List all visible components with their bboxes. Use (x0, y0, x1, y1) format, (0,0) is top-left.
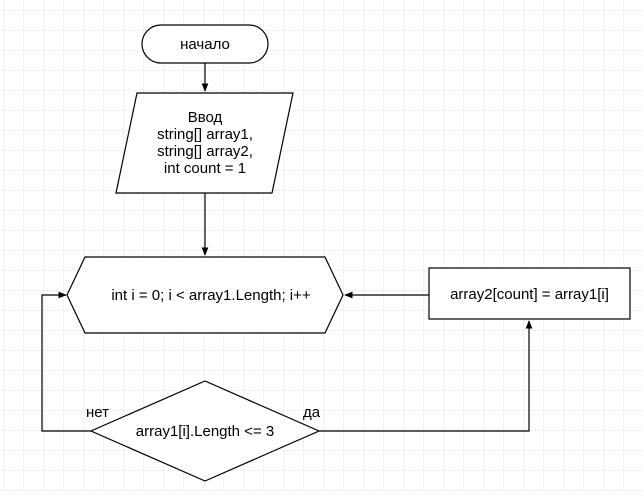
start-label: начало (180, 36, 230, 53)
start-terminator[interactable]: начало (141, 24, 269, 64)
condition-diamond[interactable]: array1[i].Length <= 3 (89, 380, 321, 482)
input-line-1: Ввод (188, 109, 223, 126)
condition-label: array1[i].Length <= 3 (136, 423, 274, 440)
connector-yes-branch (319, 320, 533, 432)
input-line-4: int count = 1 (164, 160, 246, 177)
loop-hexagon[interactable]: int i = 0; i < array1.Length; i++ (66, 256, 344, 334)
no-branch-label: нет (86, 404, 109, 421)
connector-no-branch (41, 291, 91, 432)
loop-label: int i = 0; i < array1.Length; i++ (111, 287, 311, 304)
input-line-2: string[] array1, (157, 126, 253, 143)
input-parallelogram[interactable]: Ввод string[] array1, string[] array2, i… (115, 92, 294, 194)
input-line-3: string[] array2, (157, 143, 253, 160)
action-label: array2[count] = array1[i] (450, 286, 609, 303)
action-process[interactable]: array2[count] = array1[i] (428, 267, 631, 320)
yes-branch-label: да (303, 404, 321, 421)
